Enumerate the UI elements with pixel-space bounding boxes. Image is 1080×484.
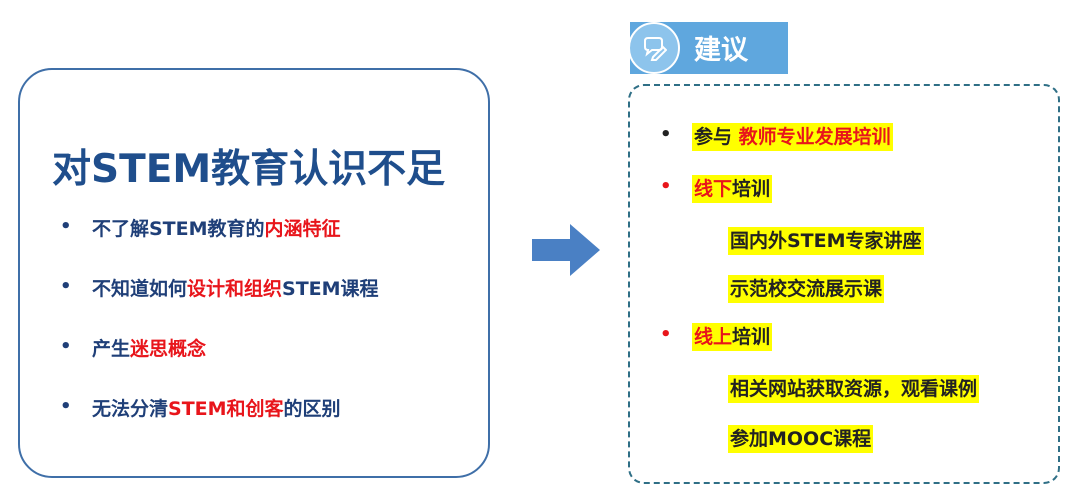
chat-bubble-pen-icon <box>628 22 680 74</box>
suggestion-subitem: 相关网站获取资源，观看课例 <box>728 374 980 403</box>
bullet: • <box>660 324 672 345</box>
bullet: • <box>660 124 672 145</box>
problem-emphasis: 内涵特征 <box>264 218 341 240</box>
suggestion-item: 参与 教师专业发展培训 <box>692 122 893 151</box>
suggestion-emphasis: 线下 <box>694 178 733 200</box>
bullet: • <box>60 336 72 357</box>
suggestion-emphasis: 教师专业发展培训 <box>738 126 891 148</box>
suggestion-item: 线下培训 <box>692 174 773 203</box>
suggestion-item: 线上培训 <box>692 322 773 351</box>
suggestion-emphasis: 线上 <box>694 326 733 348</box>
problem-emphasis: STEM和创客 <box>168 398 284 420</box>
bullet: • <box>660 176 672 197</box>
bullet: • <box>60 396 72 417</box>
suggestion-header-label: 建议 <box>694 35 748 66</box>
problem-panel <box>18 68 490 478</box>
bullet: • <box>60 276 72 297</box>
suggestion-subitem: 国内外STEM专家讲座 <box>728 226 924 255</box>
suggestion-subitem: 参加MOOC课程 <box>728 424 874 453</box>
problem-emphasis: 设计和组织 <box>187 278 283 300</box>
right-arrow-icon <box>532 224 600 276</box>
bullet: • <box>60 216 72 237</box>
suggestion-subitem: 示范校交流展示课 <box>728 274 885 303</box>
problem-title: 对STEM教育认识不足 <box>52 147 446 192</box>
problem-emphasis: 迷思概念 <box>130 338 207 360</box>
